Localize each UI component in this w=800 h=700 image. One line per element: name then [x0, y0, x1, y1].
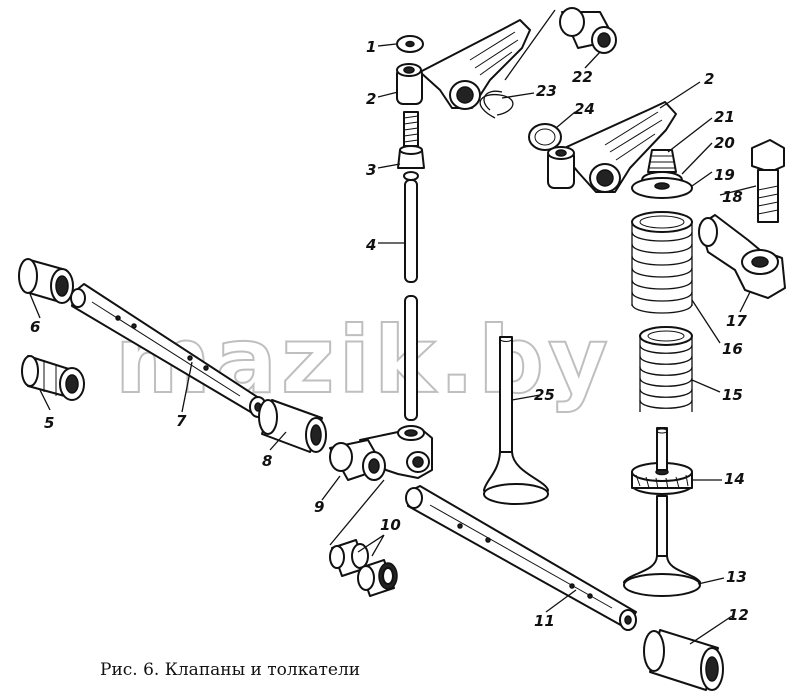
leader-lines — [29, 43, 757, 645]
label-13: 13 — [726, 568, 747, 586]
valve-retainer-group — [631, 149, 693, 199]
label-7: 7 — [176, 412, 187, 430]
label-14: 14 — [724, 470, 745, 488]
bushings-10 — [329, 539, 398, 597]
o-ring-24 — [528, 123, 562, 151]
label-2: 2 — [366, 90, 376, 108]
rocker-end-17 — [698, 214, 786, 299]
label-20: 20 — [714, 134, 735, 152]
nut-part — [396, 35, 424, 53]
label-10: 10 — [380, 516, 401, 534]
bushing-8 — [258, 399, 327, 453]
figure-caption: Рис. 6. Клапаны и толкатели — [100, 660, 361, 680]
valve-13 — [623, 427, 701, 597]
label-9: 9 — [314, 498, 324, 516]
label-21: 21 — [714, 108, 735, 126]
label-5: 5 — [44, 414, 54, 432]
label-18: 18 — [722, 188, 743, 206]
push-rod-4 — [404, 179, 418, 421]
rocker-arm-upper — [396, 19, 531, 110]
shaft-11 — [405, 485, 637, 631]
label-4: 4 — [365, 236, 376, 254]
bushing-12 — [643, 629, 724, 691]
spacer-5 — [21, 355, 85, 401]
label-19: 19 — [714, 166, 735, 184]
snap-ring-23 — [479, 90, 514, 119]
bolt-18 — [751, 139, 785, 223]
label-16: 16 — [722, 340, 743, 358]
tappet-rocker-9 — [329, 425, 433, 481]
leader-10-line — [329, 479, 385, 546]
inner-spring-15 — [639, 326, 693, 412]
label-15: 15 — [722, 386, 743, 404]
shaft-7 — [70, 283, 267, 418]
label-3: 3 — [366, 161, 376, 179]
leader-23-line — [504, 9, 556, 81]
rocker-bushing-22 — [559, 7, 617, 54]
outer-spring-16 — [631, 211, 693, 314]
label-22: 22 — [572, 68, 593, 86]
spring-seat-14 — [631, 462, 693, 495]
valve-25 — [483, 336, 549, 505]
label-2b: 2 — [704, 70, 714, 88]
label-6: 6 — [30, 318, 40, 336]
bushing-6 — [18, 258, 74, 304]
label-24: 24 — [574, 100, 595, 118]
label-23: 23 — [536, 82, 557, 100]
label-12: 12 — [728, 606, 749, 624]
adjusting-screw-3 — [397, 111, 425, 181]
label-17: 17 — [726, 312, 747, 330]
part-labels: 1 2 2 3 4 5 6 7 8 9 10 11 12 13 14 15 16… — [30, 38, 749, 630]
rocker-arm-lower — [547, 101, 677, 193]
label-11: 11 — [534, 612, 555, 630]
label-8: 8 — [262, 452, 272, 470]
label-1: 1 — [366, 38, 376, 56]
label-25: 25 — [534, 386, 555, 404]
